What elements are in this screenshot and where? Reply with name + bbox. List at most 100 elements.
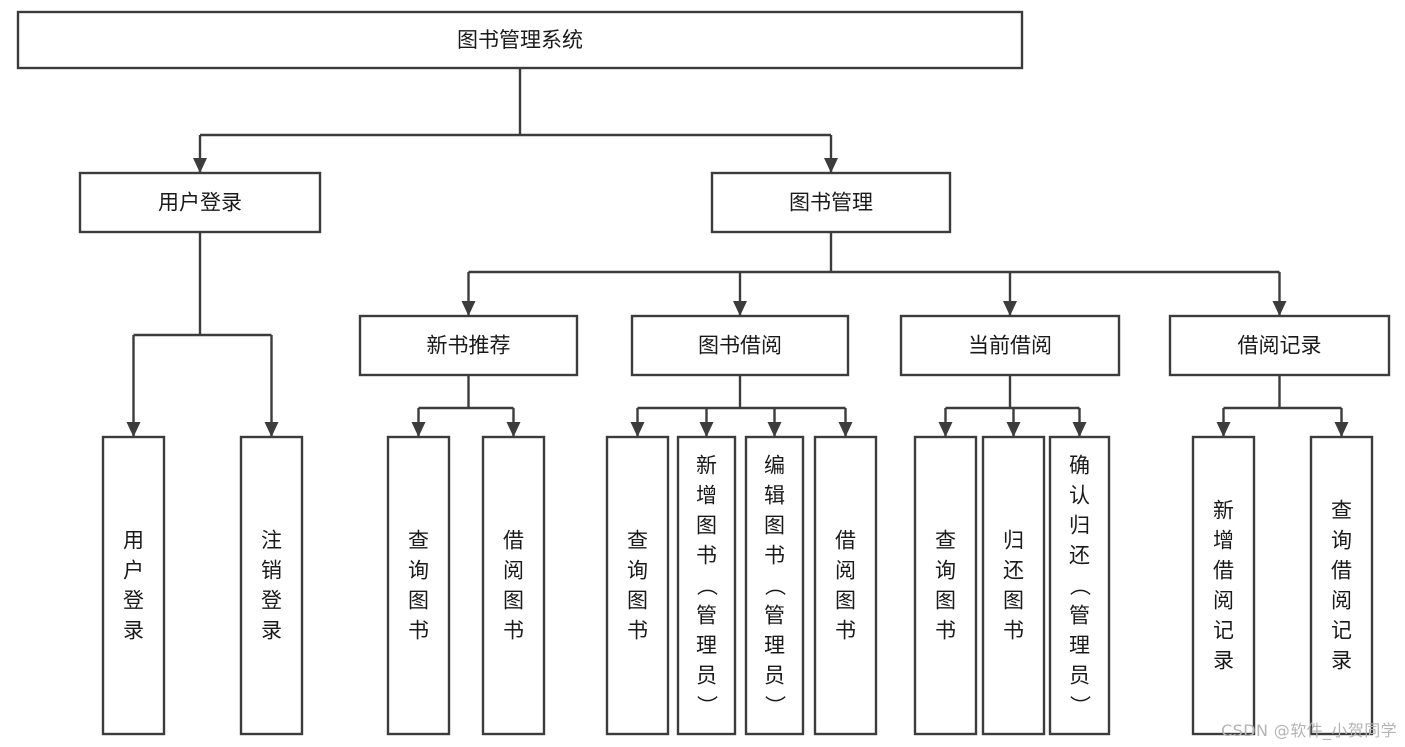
node-borrow-record[interactable]: 借阅记录 — [1168, 314, 1391, 377]
arrow-head — [1006, 422, 1021, 437]
svg-text:借: 借 — [503, 529, 524, 553]
node-box-user-login — [78, 171, 322, 234]
node-box-leaf-logout — [239, 435, 304, 736]
node-box-book-borrow — [630, 314, 850, 377]
node-new-book-recommend[interactable]: 新书推荐 — [358, 314, 579, 377]
svg-text:还: 还 — [1069, 544, 1090, 568]
svg-text:注: 注 — [261, 529, 282, 553]
svg-text:借: 借 — [1213, 559, 1234, 583]
svg-text:书: 书 — [503, 619, 524, 643]
node-label-user-login: 用户登录 — [158, 191, 242, 215]
svg-text:新: 新 — [1213, 499, 1234, 523]
node-box-borrow-record — [1168, 314, 1391, 377]
node-box-leaf-borrow-book-recommend — [481, 435, 546, 736]
svg-text:查: 查 — [627, 529, 648, 553]
svg-text:用: 用 — [123, 529, 144, 553]
node-box-leaf-edit-book-admin — [744, 435, 805, 736]
svg-text:）: ） — [763, 695, 787, 716]
svg-text:员: 员 — [696, 664, 717, 688]
nodes-layer: 图书管理系统用户登录图书管理新书推荐图书借阅当前借阅借阅记录用户登录注销登录查询… — [16, 10, 1391, 736]
node-box-leaf-query-book-current — [913, 435, 978, 736]
svg-text:登: 登 — [261, 589, 282, 613]
svg-text:）: ） — [1068, 695, 1092, 716]
node-root[interactable]: 图书管理系统 — [16, 10, 1024, 70]
node-box-root — [16, 10, 1024, 70]
arrow-head — [193, 158, 207, 173]
svg-text:登: 登 — [123, 589, 144, 613]
svg-text:阅: 阅 — [1213, 589, 1234, 613]
node-box-leaf-add-book-admin — [676, 435, 737, 736]
arrow-head — [630, 422, 645, 437]
node-box-leaf-confirm-return-admin — [1048, 435, 1111, 736]
svg-text:阅: 阅 — [835, 559, 856, 583]
svg-text:管: 管 — [764, 604, 785, 628]
svg-text:）: ） — [695, 695, 719, 716]
svg-text:员: 员 — [764, 664, 785, 688]
svg-text:图: 图 — [408, 589, 429, 613]
node-book-borrow[interactable]: 图书借阅 — [630, 314, 850, 377]
node-leaf-user-login[interactable]: 用户登录 — [101, 435, 166, 736]
svg-text:询: 询 — [1331, 529, 1352, 553]
svg-text:归: 归 — [1003, 529, 1024, 553]
svg-text:理: 理 — [1069, 634, 1090, 658]
node-box-leaf-user-login — [101, 435, 166, 736]
svg-text:询: 询 — [627, 559, 648, 583]
svg-text:辑: 辑 — [764, 484, 785, 508]
arrow-head — [1072, 422, 1087, 437]
node-label-leaf-user-login: 用户登录 — [123, 529, 144, 643]
arrow-head — [838, 422, 853, 437]
arrow-head — [938, 422, 953, 437]
svg-text:（: （ — [763, 575, 787, 596]
svg-text:确: 确 — [1069, 454, 1090, 478]
node-user-login[interactable]: 用户登录 — [78, 171, 322, 234]
node-box-current-borrow — [899, 314, 1121, 377]
connector-group-user-login — [126, 232, 279, 437]
connector-group-book-borrow — [630, 375, 853, 437]
svg-text:书: 书 — [835, 619, 856, 643]
svg-text:图: 图 — [935, 589, 956, 613]
arrow-head — [264, 422, 279, 437]
svg-text:书: 书 — [935, 619, 956, 643]
svg-text:销: 销 — [261, 559, 282, 583]
node-label-borrow-record: 借阅记录 — [1238, 334, 1322, 358]
node-box-leaf-borrow-book — [813, 435, 878, 736]
node-current-borrow[interactable]: 当前借阅 — [899, 314, 1121, 377]
node-book-manage[interactable]: 图书管理 — [710, 171, 952, 234]
node-box-leaf-query-book-recommend — [386, 435, 451, 736]
arrow-head — [824, 158, 838, 173]
svg-text:查: 查 — [935, 529, 956, 553]
svg-text:录: 录 — [123, 619, 144, 643]
svg-text:书: 书 — [408, 619, 429, 643]
svg-text:图: 图 — [627, 589, 648, 613]
svg-text:编: 编 — [764, 454, 785, 478]
node-label-root: 图书管理系统 — [457, 28, 583, 52]
svg-text:查: 查 — [1331, 499, 1352, 523]
svg-text:书: 书 — [696, 544, 717, 568]
svg-text:认: 认 — [1069, 484, 1090, 508]
svg-text:录: 录 — [1331, 649, 1352, 673]
svg-text:增: 增 — [696, 484, 717, 508]
